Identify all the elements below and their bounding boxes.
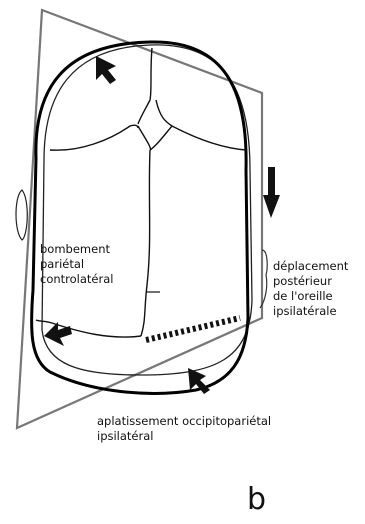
- coronal-suture-left: [50, 125, 138, 150]
- label-contralateral-bulging: bombement pariétal controlatéral: [40, 242, 113, 287]
- label-ear-displacement: déplacement postérieur de l'oreille ipsi…: [273, 259, 348, 319]
- midline-suture: [141, 150, 150, 336]
- sagittal-suture: [138, 48, 152, 124]
- lambdoid-suture-right-dashed: [146, 318, 240, 340]
- skull-outline-thin: [42, 45, 252, 375]
- panel-letter: b: [247, 482, 266, 517]
- skull-outline-thick: [32, 42, 248, 393]
- arrow-down-right-icon: [263, 167, 280, 218]
- fontanelle: [138, 126, 172, 150]
- coronal-suture-right: [156, 100, 246, 150]
- arrow-left-lower-icon: [44, 322, 72, 346]
- left-ear: [16, 190, 27, 240]
- label-occipitoparietal-flattening: aplatissement occipitopariétal ipsilatér…: [97, 414, 271, 444]
- arrow-top-left-icon: [96, 56, 116, 84]
